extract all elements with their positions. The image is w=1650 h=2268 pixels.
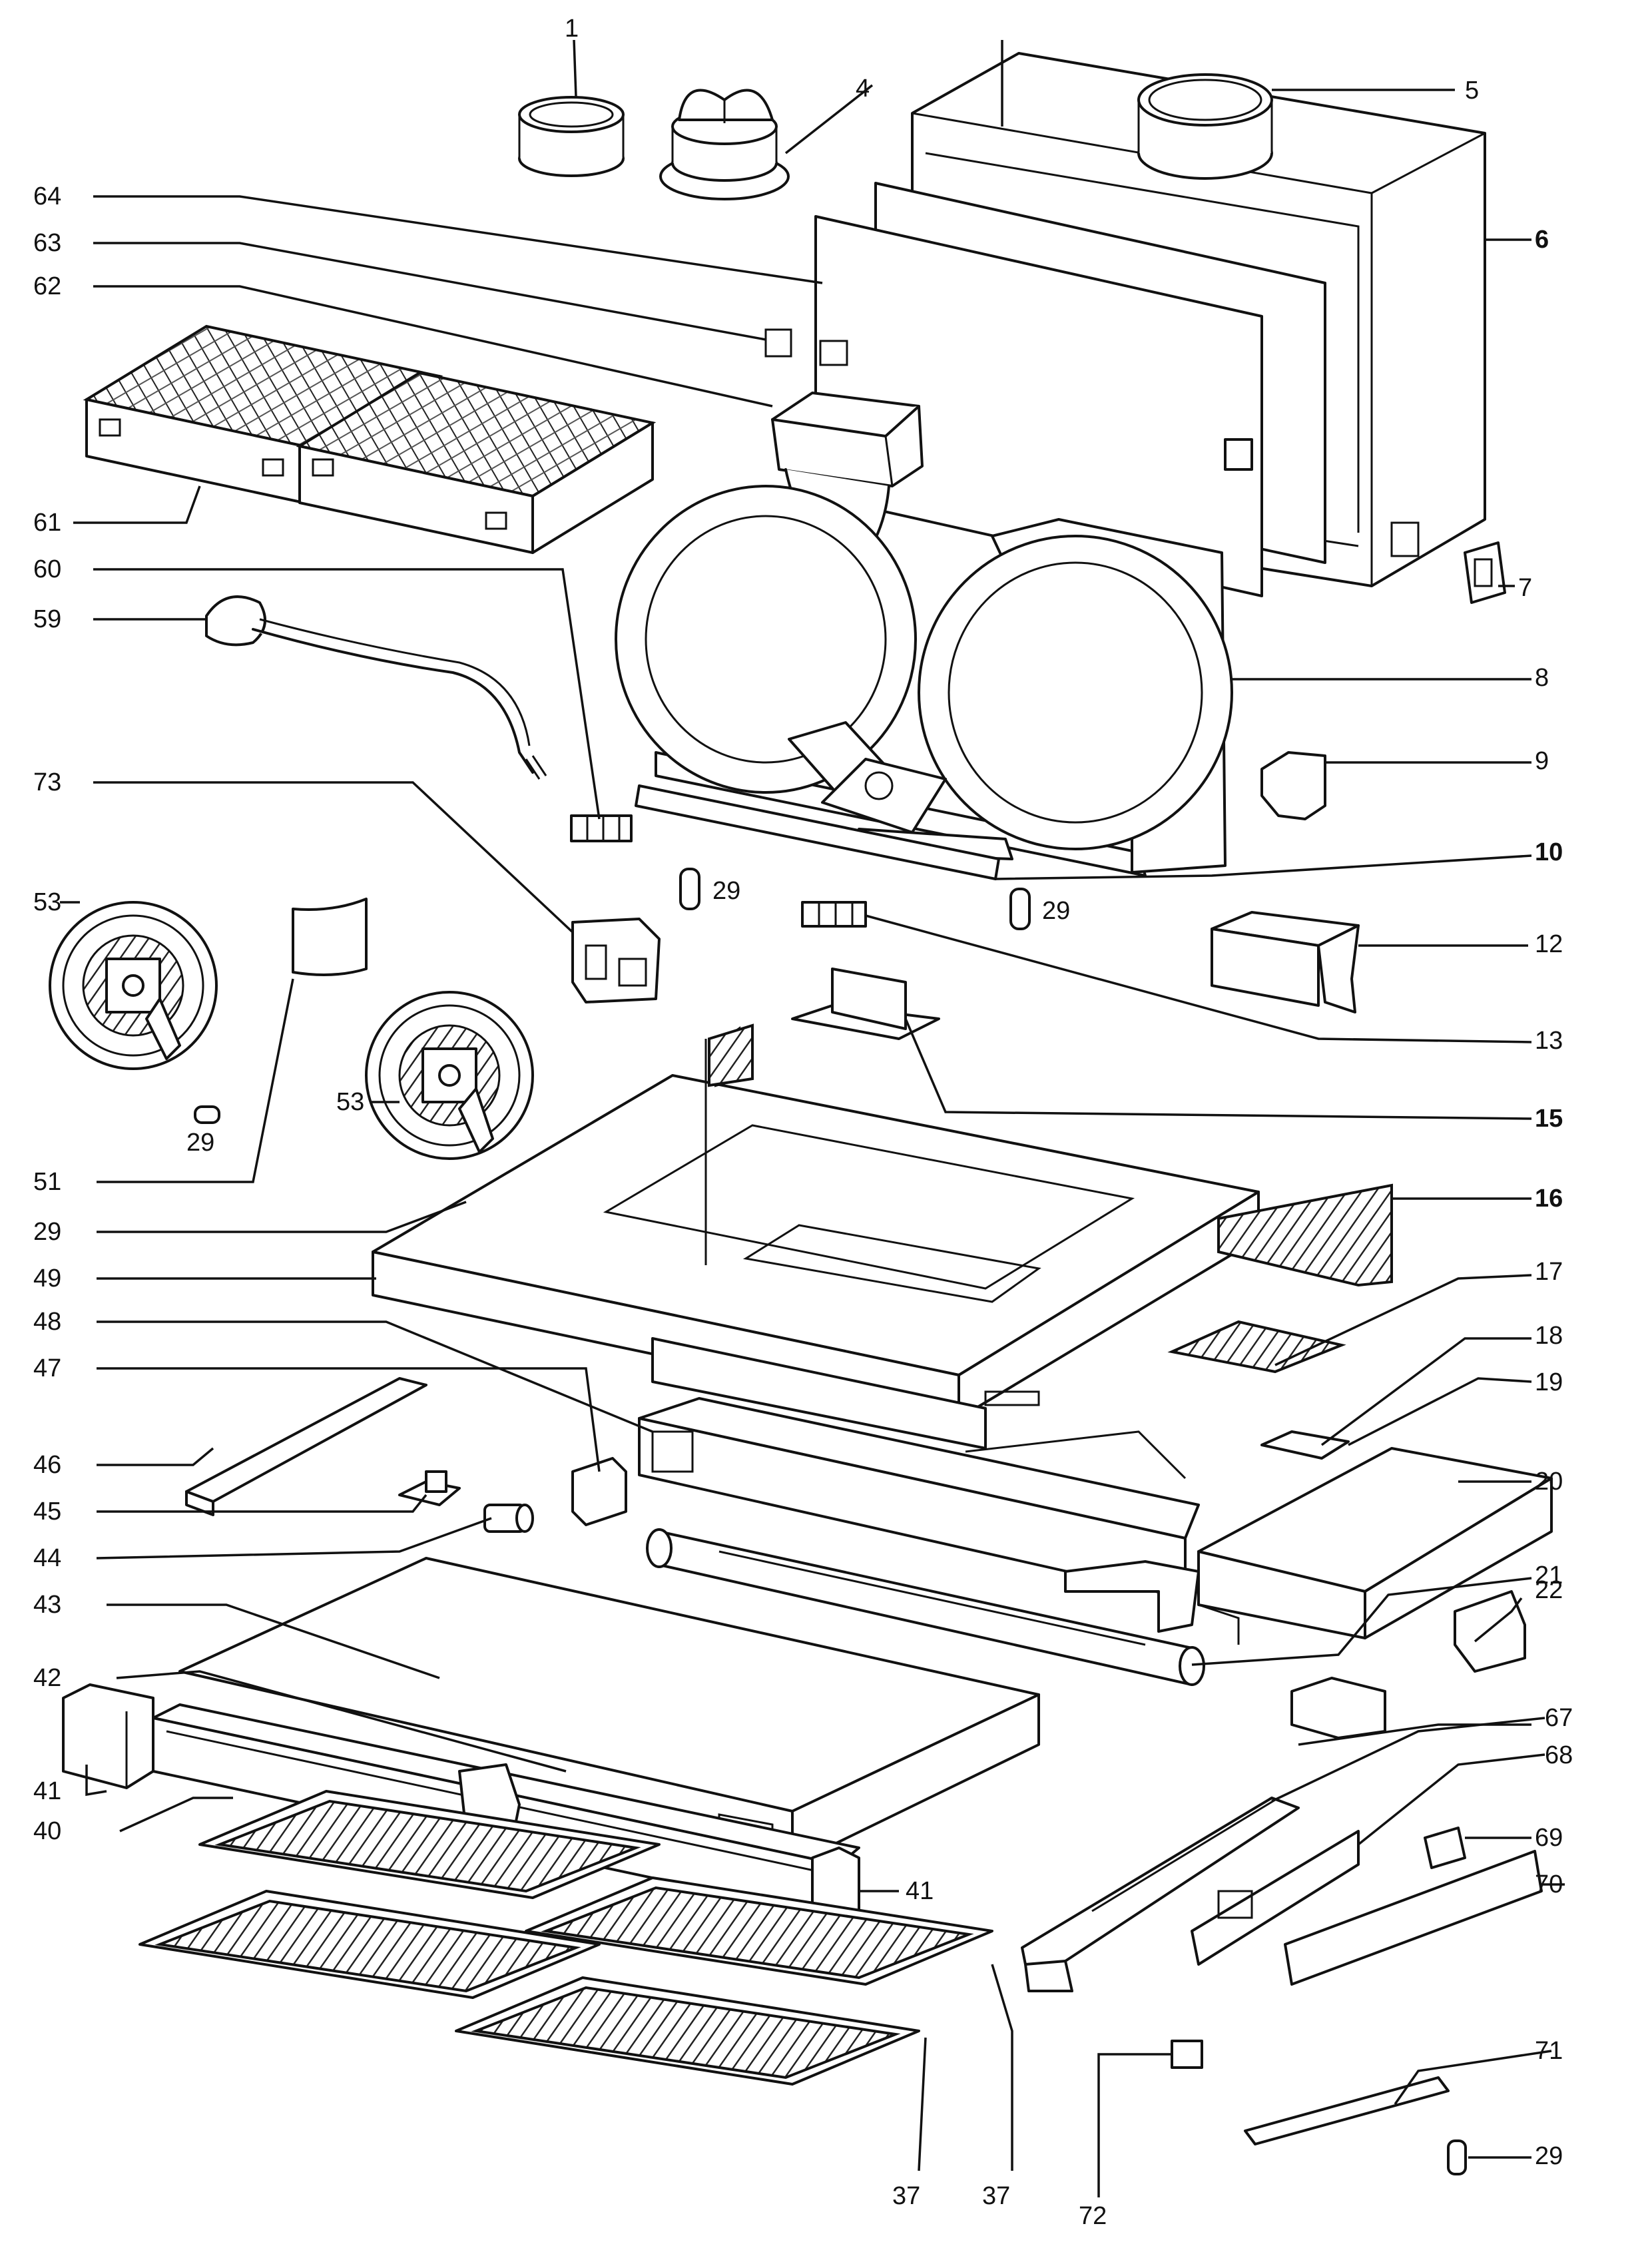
callout-62: 62 xyxy=(33,272,61,300)
callout-29-c: 29 xyxy=(186,1129,214,1157)
callout-6: 6 xyxy=(1535,226,1549,254)
callout-8: 8 xyxy=(1535,664,1549,692)
callout-29-e: 29 xyxy=(1535,2142,1563,2170)
callout-68: 68 xyxy=(1545,1741,1573,1769)
callout-12: 12 xyxy=(1535,930,1563,958)
callout-73: 73 xyxy=(33,768,61,796)
part-15-control-plate xyxy=(791,968,940,1040)
part-46-rail xyxy=(185,1377,427,1516)
callout-72: 72 xyxy=(1079,2202,1107,2230)
part-51-flap xyxy=(292,898,368,976)
callout-21: 21 xyxy=(1535,1561,1563,1589)
part-41-end-cap-left xyxy=(62,1683,154,1789)
part-61-carbon-filters xyxy=(83,324,657,554)
callout-10: 10 xyxy=(1535,838,1563,866)
part-72-connector xyxy=(1171,2040,1203,2069)
part-9-bracket xyxy=(1260,751,1326,820)
callout-59: 59 xyxy=(33,605,61,633)
parts-layer xyxy=(49,52,1553,2175)
callout-48: 48 xyxy=(33,1308,61,1336)
callout-9: 9 xyxy=(1535,747,1549,775)
part-4-valve-collar xyxy=(659,89,790,200)
part-37-grease-filters xyxy=(138,1790,993,2086)
callout-1: 1 xyxy=(565,15,579,43)
callout-20: 20 xyxy=(1535,1468,1563,1496)
part-20-side-channel xyxy=(1197,1447,1553,1645)
part-1-collar-ring xyxy=(518,96,625,177)
callout-13: 13 xyxy=(1535,1027,1563,1055)
part-69-switch-part xyxy=(1424,1827,1466,1869)
callout-16: 16 xyxy=(1535,1185,1563,1213)
part-67-control-housing xyxy=(1021,1560,1386,1992)
callout-41-a: 41 xyxy=(33,1777,61,1805)
callout-63: 63 xyxy=(33,229,61,257)
part-8-blower-housing xyxy=(615,485,1233,877)
part-17-strip xyxy=(1167,1320,1346,1374)
callout-53-b: 53 xyxy=(336,1088,364,1116)
part-29-grommets xyxy=(194,868,1467,2175)
callout-17: 17 xyxy=(1535,1258,1563,1286)
callout-40: 40 xyxy=(33,1817,61,1845)
callout-45: 45 xyxy=(33,1498,61,1526)
part-53-fan-right xyxy=(365,991,534,1160)
part-64-panels xyxy=(764,182,1326,597)
callout-60: 60 xyxy=(33,555,61,583)
part-5-top-collar xyxy=(1137,73,1273,180)
part-19-light-cover xyxy=(1260,1430,1350,1460)
callout-4: 4 xyxy=(856,75,870,103)
part-70-panel xyxy=(1284,1850,1543,1986)
callout-37-a: 37 xyxy=(892,2182,920,2210)
part-53-fan-left xyxy=(49,901,218,1070)
callout-49: 49 xyxy=(33,1265,61,1292)
leader-lines xyxy=(60,39,1565,2197)
part-73-transformer xyxy=(571,918,661,1003)
callout-22: 22 xyxy=(1535,1576,1563,1604)
callout-53-a: 53 xyxy=(33,888,61,916)
callout-5: 5 xyxy=(1465,77,1479,105)
callout-37-b: 37 xyxy=(982,2182,1010,2210)
part-47-bracket xyxy=(571,1457,627,1526)
part-12-cover xyxy=(1211,911,1360,1013)
part-59-mains-cable xyxy=(205,595,547,780)
callout-42: 42 xyxy=(33,1664,61,1692)
callout-15: 15 xyxy=(1535,1105,1563,1133)
callout-numbers: 1 4 5 6 7 8 9 10 12 13 15 16 17 18 19 20… xyxy=(33,15,1573,2230)
callout-44: 44 xyxy=(33,1544,61,1572)
callout-7: 7 xyxy=(1518,574,1532,602)
callout-64: 64 xyxy=(33,182,61,210)
callout-51: 51 xyxy=(33,1168,61,1196)
part-7-switch xyxy=(1464,541,1506,604)
part-16-vent-strip xyxy=(708,1023,1393,1287)
callout-29-b: 29 xyxy=(1042,897,1070,925)
callout-43: 43 xyxy=(33,1591,61,1619)
part-60-terminal-block xyxy=(570,814,633,842)
callout-29-d: 29 xyxy=(33,1218,61,1246)
part-45-clip xyxy=(398,1470,461,1506)
part-21-tube xyxy=(646,1528,1205,1686)
part-44-lamp-holder xyxy=(483,1504,534,1533)
part-49-chassis xyxy=(372,1026,1260,1450)
callout-61: 61 xyxy=(33,509,61,537)
part-13-terminal-block xyxy=(801,901,867,928)
callout-41-b: 41 xyxy=(906,1877,934,1905)
callout-70: 70 xyxy=(1535,1870,1563,1898)
callout-46: 46 xyxy=(33,1451,61,1479)
callout-67: 67 xyxy=(1545,1704,1573,1732)
callout-71: 71 xyxy=(1535,2037,1563,2065)
callout-47: 47 xyxy=(33,1354,61,1382)
part-68-pcb xyxy=(1191,1830,1360,1966)
callout-69: 69 xyxy=(1535,1824,1563,1852)
callout-18: 18 xyxy=(1535,1322,1563,1350)
callout-19: 19 xyxy=(1535,1368,1563,1396)
callout-29-a: 29 xyxy=(712,877,740,905)
part-22-cap xyxy=(1454,1590,1526,1673)
part-71-base xyxy=(1244,2076,1450,2145)
